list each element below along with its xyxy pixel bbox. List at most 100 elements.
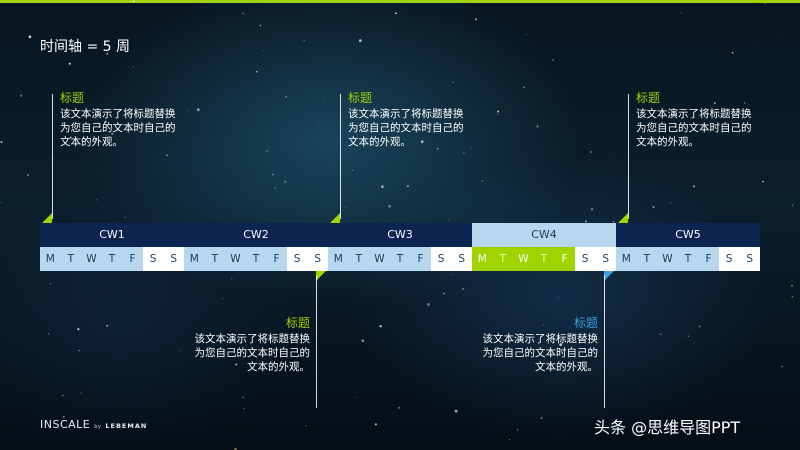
callout-marker-5 <box>604 271 614 281</box>
day-cell: S <box>307 247 328 271</box>
star <box>543 324 545 326</box>
callout-connector-2 <box>340 94 341 219</box>
star <box>680 12 682 14</box>
star <box>394 12 397 15</box>
star <box>497 114 499 115</box>
star <box>47 332 50 335</box>
star <box>590 151 592 153</box>
star <box>114 306 116 308</box>
star <box>713 102 716 104</box>
star <box>187 110 189 112</box>
star <box>62 394 64 397</box>
star <box>731 51 734 54</box>
star <box>762 180 764 183</box>
star <box>536 125 539 128</box>
logo-brand: INSCALE <box>40 418 91 431</box>
star <box>660 333 662 336</box>
star <box>452 274 453 276</box>
star <box>525 34 527 35</box>
star <box>791 295 794 298</box>
star <box>381 185 384 189</box>
day-cell: F <box>266 247 287 271</box>
star <box>387 112 389 114</box>
star <box>361 339 365 343</box>
day-cell: T <box>636 247 658 271</box>
callout-body: 该文本演示了将标题替换为您自己的文本时自己的文本的外观。 <box>60 108 176 148</box>
day-cell: M <box>328 247 349 271</box>
callout-body: 该文本演示了将标题替换为您自己的文本时自己的文本的外观。 <box>194 333 311 373</box>
slide-title: 时间轴 = 5 周 <box>40 39 130 55</box>
star <box>379 325 382 328</box>
star <box>497 110 500 113</box>
star <box>791 285 793 287</box>
callout-connector-1 <box>52 94 53 219</box>
star <box>83 308 85 310</box>
star <box>585 220 587 223</box>
star <box>591 208 593 211</box>
star <box>523 86 525 89</box>
star <box>352 169 354 171</box>
star <box>791 204 794 207</box>
day-cell: T <box>245 247 267 271</box>
star <box>557 296 559 298</box>
star <box>481 179 484 182</box>
star <box>259 24 262 27</box>
day-cell: T <box>389 247 411 271</box>
star <box>106 52 109 55</box>
star <box>69 136 72 139</box>
star <box>743 102 746 104</box>
callout-connector-4 <box>316 275 317 408</box>
callout-marker-3 <box>618 213 628 223</box>
star <box>284 180 287 183</box>
week-label: CW1 <box>40 223 184 247</box>
star <box>262 50 264 52</box>
star <box>94 138 97 141</box>
star <box>20 94 23 97</box>
week-label: CW2 <box>184 223 328 247</box>
day-cell: F <box>698 247 719 271</box>
star <box>231 278 233 280</box>
day-cell: T <box>492 247 514 271</box>
callout-title: 标题 <box>348 91 373 105</box>
star <box>463 152 465 154</box>
star <box>358 39 362 42</box>
day-cell: S <box>718 247 740 271</box>
star <box>596 390 598 392</box>
star <box>406 185 409 188</box>
star <box>420 140 424 144</box>
callout-connector-5 <box>604 275 605 408</box>
star <box>285 95 287 98</box>
star <box>62 415 65 418</box>
star <box>124 216 126 218</box>
star <box>452 81 454 83</box>
star <box>303 40 305 42</box>
callout-bottom-2: 标题 该文本演示了将标题替换为您自己的文本时自己的文本的外观。 <box>438 316 599 374</box>
star <box>80 392 82 394</box>
day-cell: S <box>430 247 452 271</box>
star <box>777 36 779 38</box>
star <box>96 199 98 201</box>
star <box>516 429 519 431</box>
week-label: CW3 <box>328 223 472 247</box>
day-cell: W <box>513 247 534 271</box>
day-cell: W <box>369 247 390 271</box>
star <box>359 388 361 390</box>
star <box>698 325 701 328</box>
star <box>305 425 307 427</box>
day-cell: M <box>184 247 205 271</box>
star <box>50 159 52 161</box>
star <box>443 292 445 295</box>
star <box>78 349 80 352</box>
star <box>274 186 277 189</box>
star <box>388 204 392 208</box>
star <box>179 350 181 352</box>
day-cell: T <box>101 247 123 271</box>
star <box>506 178 508 179</box>
